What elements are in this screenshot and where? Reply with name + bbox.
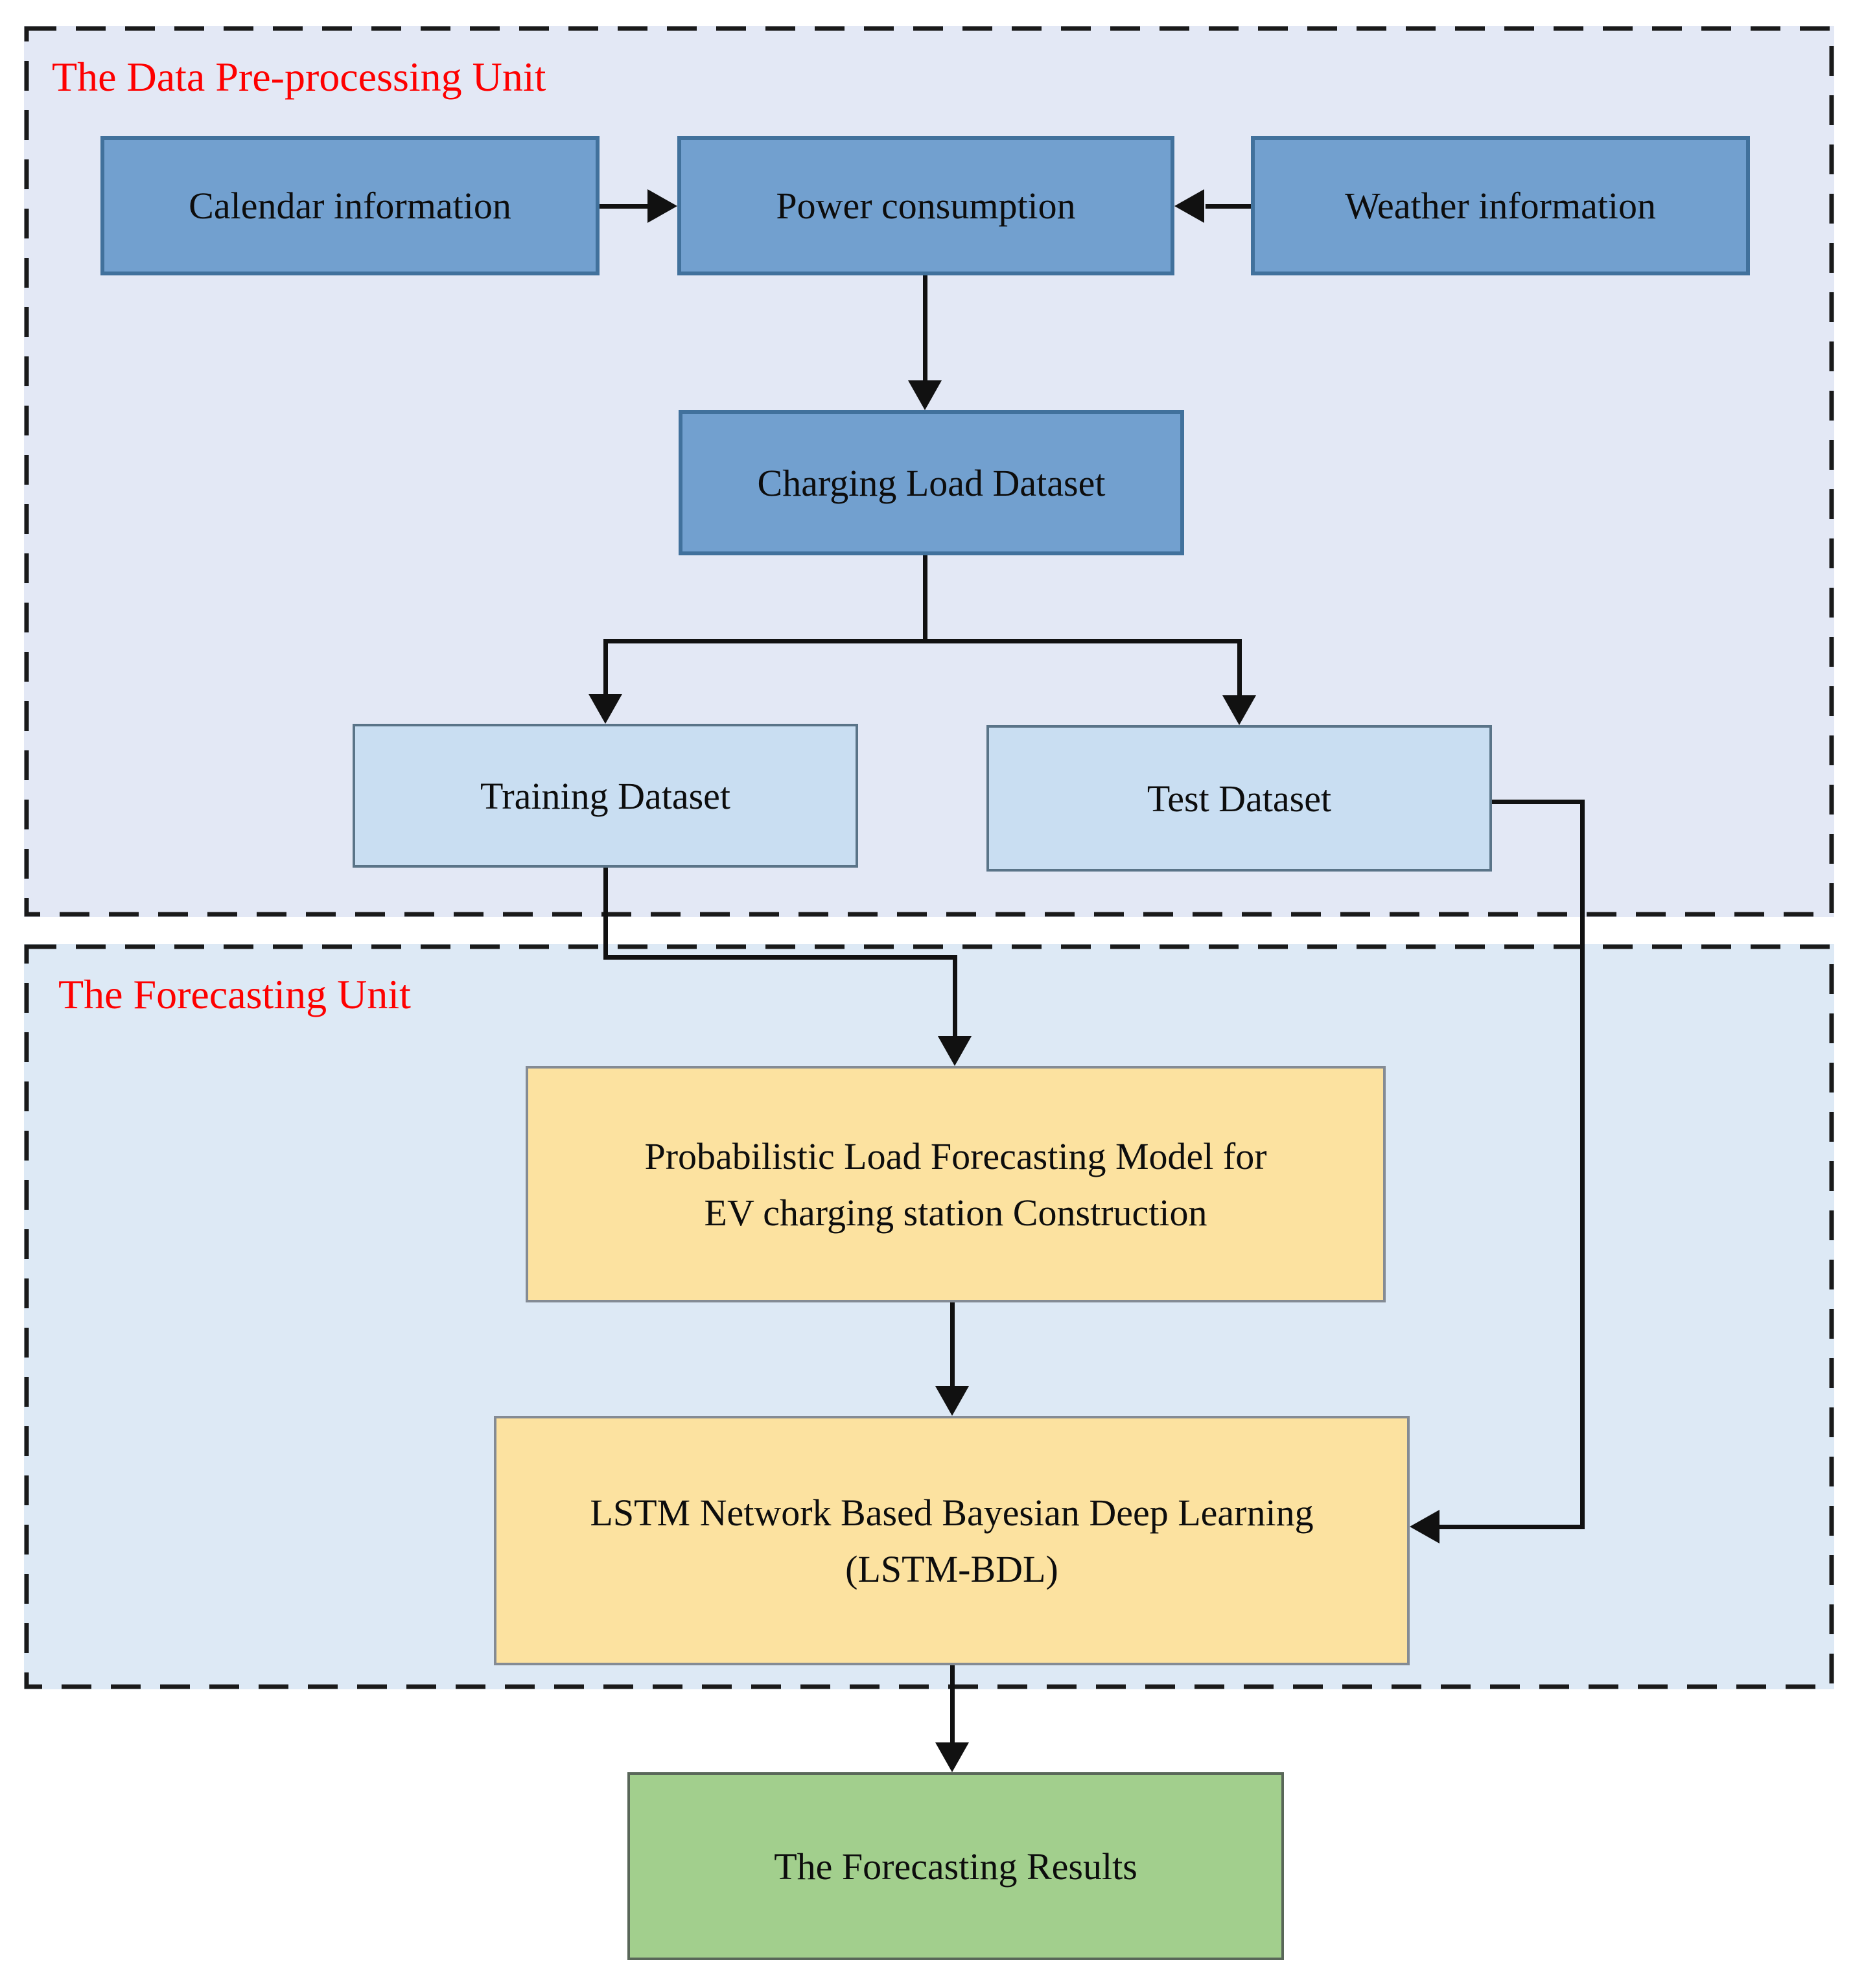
- arrowhead-training-to-probabilistic: [938, 1036, 972, 1066]
- training-dataset-node: Training Dataset: [353, 724, 858, 868]
- training-dataset-label: Training Dataset: [480, 774, 731, 817]
- connector-lstm-to-results: [950, 1665, 955, 1742]
- connector-training-elbow: [603, 955, 957, 960]
- forecasting-results-node: The Forecasting Results: [627, 1772, 1284, 1960]
- arrowhead-calendar-to-power: [647, 189, 677, 223]
- weather-information-label: Weather information: [1344, 185, 1657, 227]
- charging-load-dataset-label: Charging Load Dataset: [757, 461, 1106, 504]
- arrowhead-probabilistic-to-lstm: [935, 1386, 969, 1416]
- test-dataset-label: Test Dataset: [1147, 777, 1332, 820]
- power-consumption-node: Power consumption: [677, 136, 1174, 275]
- connector-training-to-probabilistic: [953, 955, 957, 1036]
- lstm-bdl-node: LSTM Network Based Bayesian Deep Learnin…: [494, 1416, 1410, 1665]
- connector-test-down: [1580, 800, 1585, 1529]
- arrowhead-branch-to-test: [1222, 695, 1256, 725]
- connector-charging-stem: [923, 555, 927, 643]
- charging-load-dataset-node: Charging Load Dataset: [679, 410, 1184, 555]
- weather-information-node: Weather information: [1251, 136, 1750, 275]
- connector-power-to-charging: [923, 275, 927, 380]
- connector-charging-branch: [603, 639, 1242, 643]
- calendar-information-node: Calendar information: [100, 136, 600, 275]
- connector-probabilistic-to-lstm: [950, 1302, 955, 1386]
- preprocessing-unit-label: The Data Pre-processing Unit: [52, 54, 546, 100]
- arrowhead-branch-to-training: [589, 694, 622, 724]
- probabilistic-model-label-line2: EV charging station Construction: [704, 1191, 1207, 1234]
- forecasting-unit-label: The Forecasting Unit: [58, 971, 411, 1017]
- arrowhead-lstm-to-results: [935, 1742, 969, 1772]
- lstm-bdl-label-line1: LSTM Network Based Bayesian Deep Learnin…: [590, 1491, 1314, 1534]
- forecasting-dashed-border: [24, 944, 1834, 1689]
- lstm-bdl-label-line2: (LSTM-BDL): [845, 1547, 1058, 1590]
- connector-calendar-to-power: [600, 204, 649, 209]
- connector-weather-to-power: [1206, 204, 1251, 209]
- arrowhead-test-to-lstm: [1410, 1510, 1439, 1543]
- arrowhead-power-to-charging: [908, 380, 942, 410]
- probabilistic-model-label-line1: Probabilistic Load Forecasting Model for: [644, 1135, 1267, 1177]
- forecasting-results-label: The Forecasting Results: [774, 1845, 1137, 1888]
- connector-branch-to-test: [1237, 643, 1242, 695]
- connector-test-out: [1492, 800, 1585, 804]
- connector-branch-to-training: [603, 643, 608, 694]
- arrowhead-weather-to-power: [1174, 189, 1204, 223]
- calendar-information-label: Calendar information: [189, 185, 511, 227]
- connector-test-to-lstm: [1439, 1525, 1585, 1529]
- preprocessing-dashed-border: [24, 26, 1834, 917]
- test-dataset-node: Test Dataset: [986, 725, 1492, 872]
- power-consumption-label: Power consumption: [776, 185, 1076, 227]
- connector-training-stem: [603, 868, 608, 960]
- probabilistic-model-node: Probabilistic Load Forecasting Model for…: [526, 1066, 1386, 1302]
